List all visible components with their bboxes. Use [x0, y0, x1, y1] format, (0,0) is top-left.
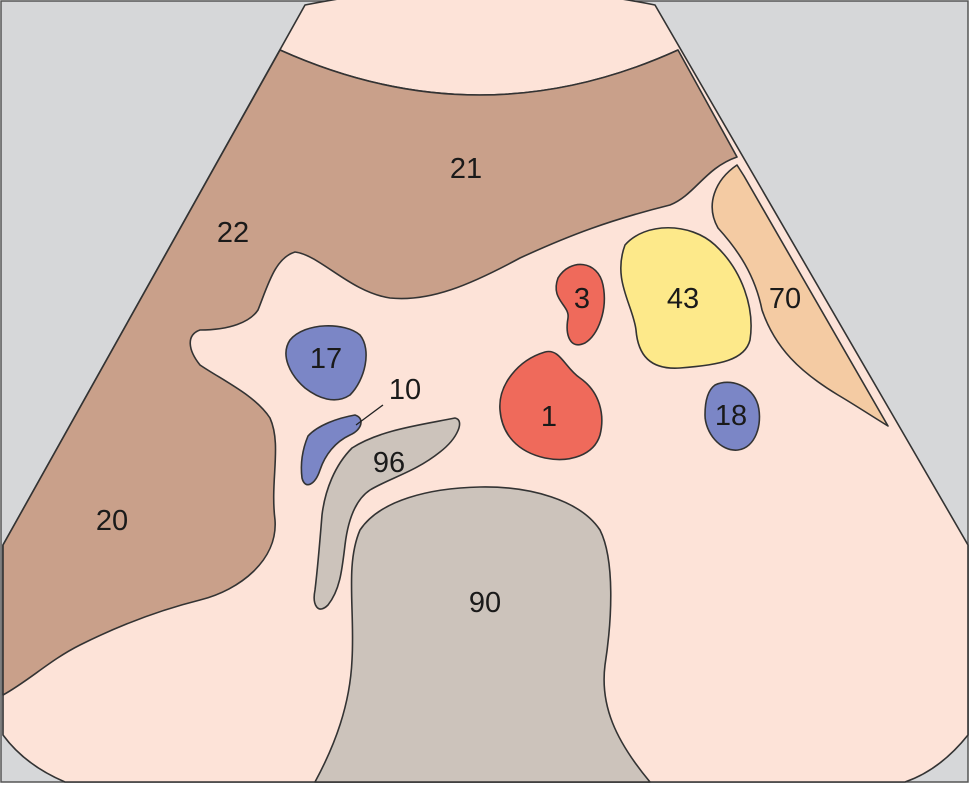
label-20: 20 — [96, 505, 128, 537]
label-17: 17 — [310, 343, 342, 375]
bone-90 — [314, 486, 651, 783]
vessel-18 — [704, 381, 761, 451]
vessel-3 — [555, 263, 606, 346]
label-10: 10 — [389, 374, 421, 406]
label-3: 3 — [574, 283, 590, 315]
leader-line-10 — [355, 404, 384, 426]
label-43: 43 — [667, 283, 699, 315]
vessel-1 — [499, 350, 603, 461]
kidney-70 — [711, 164, 889, 427]
vessel-17 — [285, 325, 367, 401]
label-21: 21 — [450, 153, 482, 185]
vessel-10 — [300, 414, 362, 486]
label-70: 70 — [769, 283, 801, 315]
bone-96 — [313, 417, 461, 610]
label-96: 96 — [373, 447, 405, 479]
label-22: 22 — [217, 217, 249, 249]
organ-43 — [620, 227, 752, 369]
label-90: 90 — [469, 587, 501, 619]
label-1: 1 — [541, 401, 557, 433]
liver-region — [2, 49, 738, 696]
label-18: 18 — [715, 400, 747, 432]
